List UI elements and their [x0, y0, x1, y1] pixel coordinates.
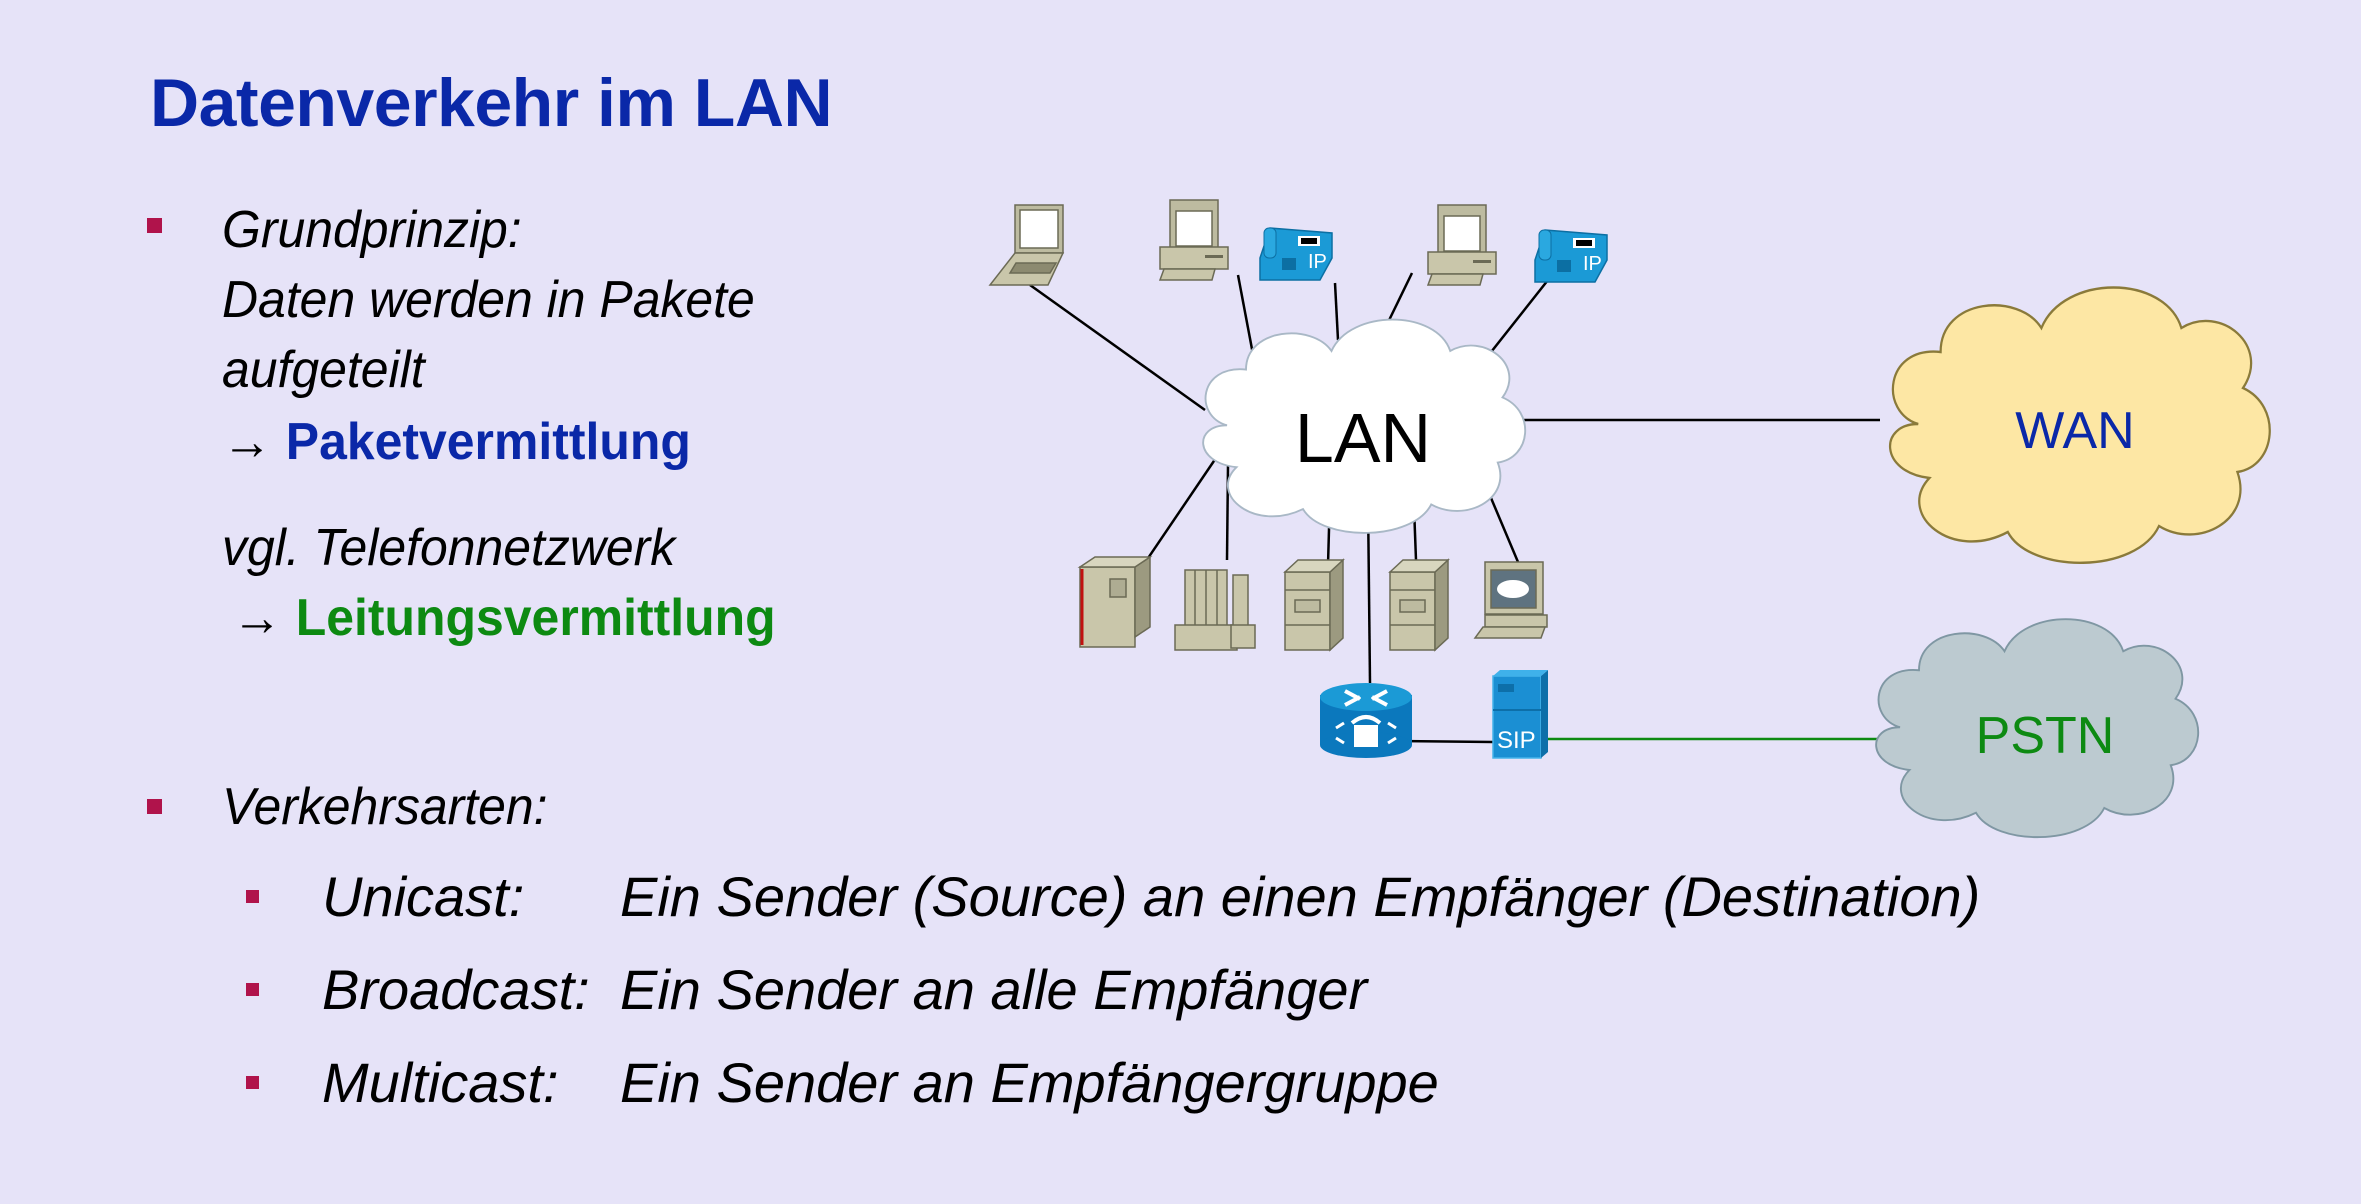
traffic-item-unicast: Unicast: Ein Sender (Source) an einen Emp… [322, 864, 1980, 929]
ip-phone-icon: IP [1259, 227, 1333, 281]
traffic-item-broadcast: Broadcast: Ein Sender an alle Empfänger [322, 957, 1367, 1022]
slide-title: Datenverkehr im LAN [150, 65, 833, 141]
traffic-heading: Verkehrsarten: [222, 778, 548, 836]
arrow-right-icon: → [232, 589, 282, 647]
arrow-right-icon: → [222, 413, 272, 471]
circuit-switching-term: Leitungsvermittlung [295, 589, 776, 647]
wan-label: WAN [2015, 402, 2134, 460]
lan-label: LAN [1295, 399, 1431, 477]
sub-bullet-marker [246, 1076, 259, 1089]
traffic-desc: Ein Sender an Empfängergruppe [620, 1051, 1439, 1114]
ip-phone-icon: IP [1534, 229, 1608, 283]
sip-server-icon: SIP [1492, 670, 1548, 759]
traffic-term: Unicast: [322, 865, 525, 928]
packet-switching-line: → Paketvermittlung [222, 407, 691, 477]
laptop-icon [988, 204, 1065, 286]
principle-line2: aufgeteilt [222, 341, 425, 399]
server-icon [1388, 558, 1450, 652]
principle-line1: Daten werden in Pakete [222, 271, 755, 329]
traffic-item-multicast: Multicast: Ein Sender an Empfängergruppe [322, 1050, 1439, 1115]
sub-bullet-marker [246, 983, 259, 996]
link-mainframe [1138, 454, 1220, 571]
mainframe-icon [1077, 555, 1153, 648]
circuit-switching-line: → Leitungsvermittlung [232, 583, 776, 653]
desktop-pc-icon [1426, 204, 1497, 286]
link-phone1 [1333, 282, 1340, 341]
traffic-term: Broadcast: [322, 958, 590, 1021]
pstn-label: PSTN [1976, 707, 2115, 765]
principle-heading: Grundprinzip: [222, 201, 522, 259]
ip-phone-label: IP [1583, 253, 1602, 275]
supercomputer-icon [1174, 569, 1256, 651]
compare-line: vgl. Telefonnetzwerk [222, 519, 676, 577]
bullet-marker [147, 799, 162, 814]
bullet-marker [147, 218, 162, 233]
desktop-pc-icon [1158, 199, 1229, 281]
traffic-desc: Ein Sender an alle Empfänger [620, 958, 1368, 1021]
link-laptop [1029, 283, 1206, 412]
voice-router-icon [1320, 683, 1412, 758]
ip-phone-label: IP [1308, 251, 1327, 273]
sub-bullet-marker [246, 890, 259, 903]
traffic-desc: Ein Sender (Source) an einen Empfänger (… [620, 865, 1981, 928]
sip-label: SIP [1497, 727, 1536, 754]
workstation-icon [1473, 561, 1548, 639]
packet-switching-term: Paketvermittlung [285, 413, 691, 471]
server-icon [1283, 558, 1345, 652]
traffic-term: Multicast: [322, 1051, 559, 1114]
